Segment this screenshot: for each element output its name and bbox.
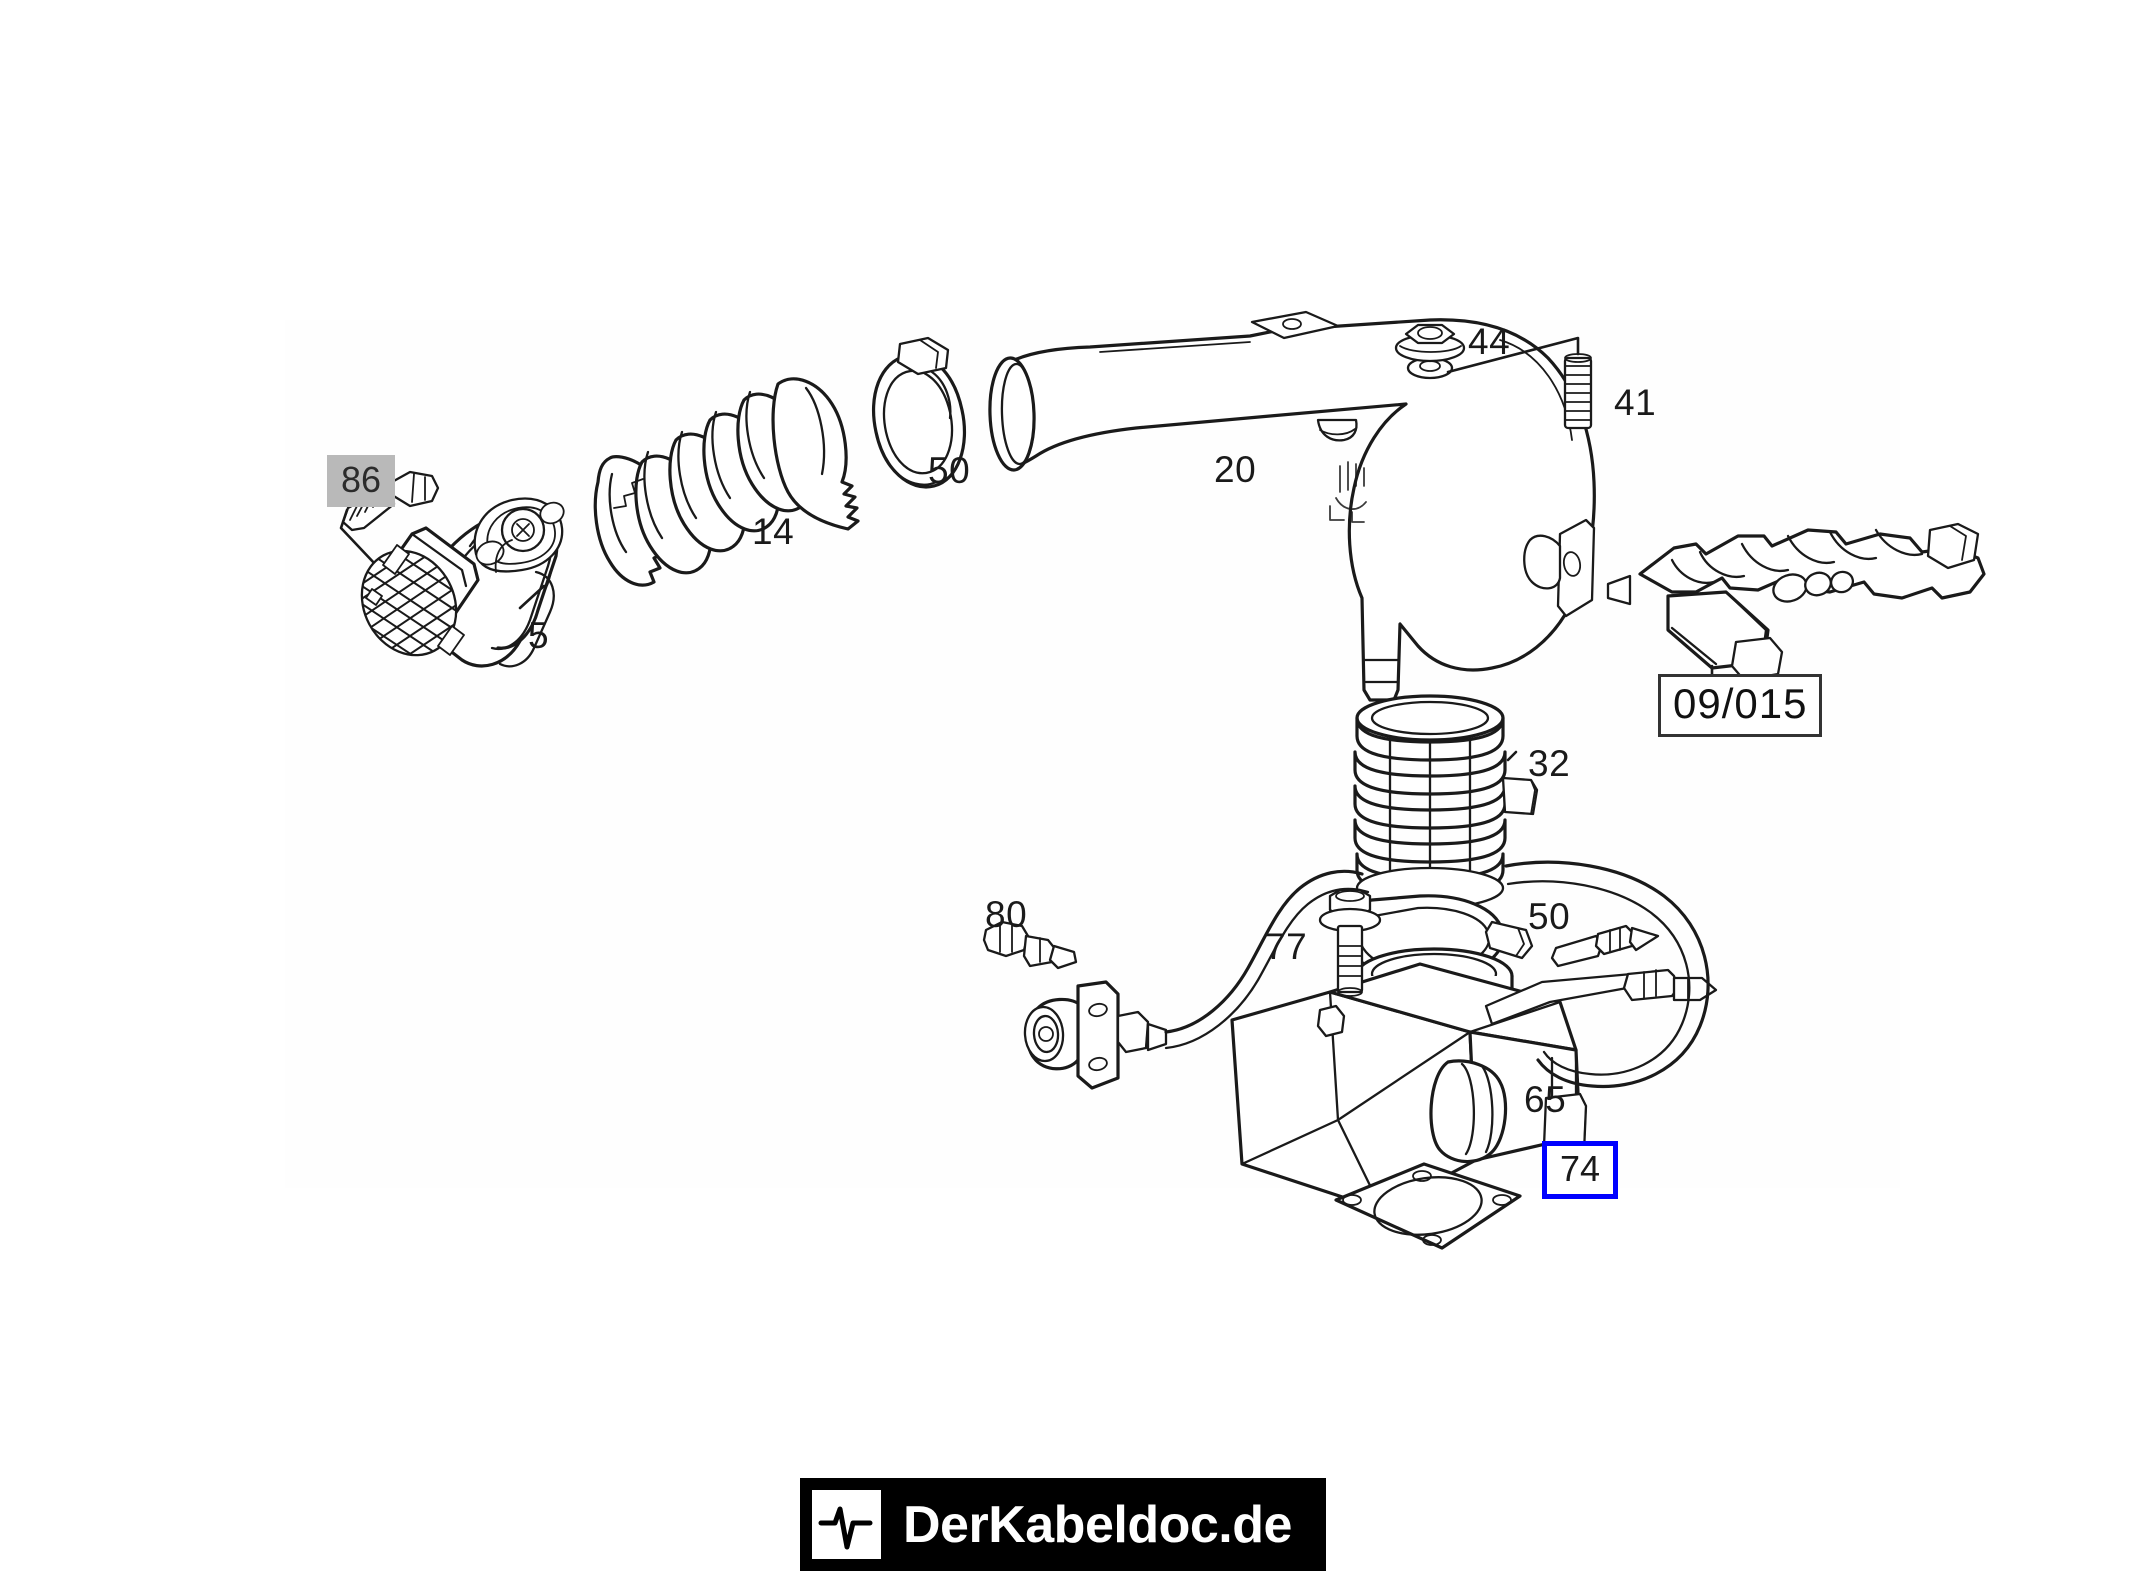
callout-50-lower: 50 xyxy=(1528,896,1571,937)
callout-14: 14 xyxy=(752,511,795,552)
part-74-throttle-body-gasket xyxy=(1334,1162,1522,1250)
vacuum-hose-left xyxy=(1164,869,1370,1050)
callout-41: 41 xyxy=(1614,382,1657,423)
callout-77: 77 xyxy=(1265,926,1308,967)
callout-20: 20 xyxy=(1214,449,1257,490)
duct-stamped-marking xyxy=(1329,461,1367,523)
throttle-lever-linkage xyxy=(1484,968,1718,1026)
leader-5 xyxy=(518,584,546,610)
watermark-banner: DerKabeldoc.de xyxy=(800,1478,1326,1571)
callout-80: 80 xyxy=(985,894,1028,935)
part-44-flange-nut xyxy=(1394,323,1466,363)
callout-50-upper: 50 xyxy=(928,450,971,491)
part-80-connector-fitting xyxy=(982,920,1078,970)
part-50-hose-clamp-upper xyxy=(871,336,967,489)
maf-connector-boss xyxy=(473,497,565,573)
idle-speed-actuator xyxy=(1023,980,1168,1090)
callout-ref-09-015: 09/015 xyxy=(1658,674,1823,737)
ref-09-015-injector-assembly xyxy=(1606,522,1986,682)
vacuum-hose-right-loop xyxy=(1504,860,1710,1089)
leader-32 xyxy=(1506,750,1518,762)
part-32-bellows-hose xyxy=(1353,694,1539,910)
part-77-hex-flange-bolt xyxy=(1318,888,1382,997)
leader-44-41 xyxy=(1446,336,1580,374)
callout-44: 44 xyxy=(1468,321,1511,362)
part-14-corrugated-hose xyxy=(593,377,860,587)
part-65-throttle-body xyxy=(1230,947,1718,1212)
callout-65: 65 xyxy=(1524,1079,1567,1120)
callout-5: 5 xyxy=(528,615,550,656)
duct-lower-boss xyxy=(1316,418,1358,442)
callout-86: 86 xyxy=(327,455,396,507)
part-5-mass-air-flow-sensor xyxy=(343,497,565,672)
throttle-hose-barb xyxy=(1550,924,1660,968)
duct-side-bracket xyxy=(1523,518,1596,618)
duct-upper-mounting-tab xyxy=(1250,310,1340,340)
part-20-air-intake-duct xyxy=(988,310,1596,702)
watermark-text: DerKabeldoc.de xyxy=(903,1495,1292,1554)
part-41-stud-bolt xyxy=(1563,353,1593,430)
callout-74-highlighted: 74 xyxy=(1542,1141,1619,1199)
callout-32: 32 xyxy=(1528,743,1571,784)
pulse-waveform-icon xyxy=(812,1490,881,1559)
